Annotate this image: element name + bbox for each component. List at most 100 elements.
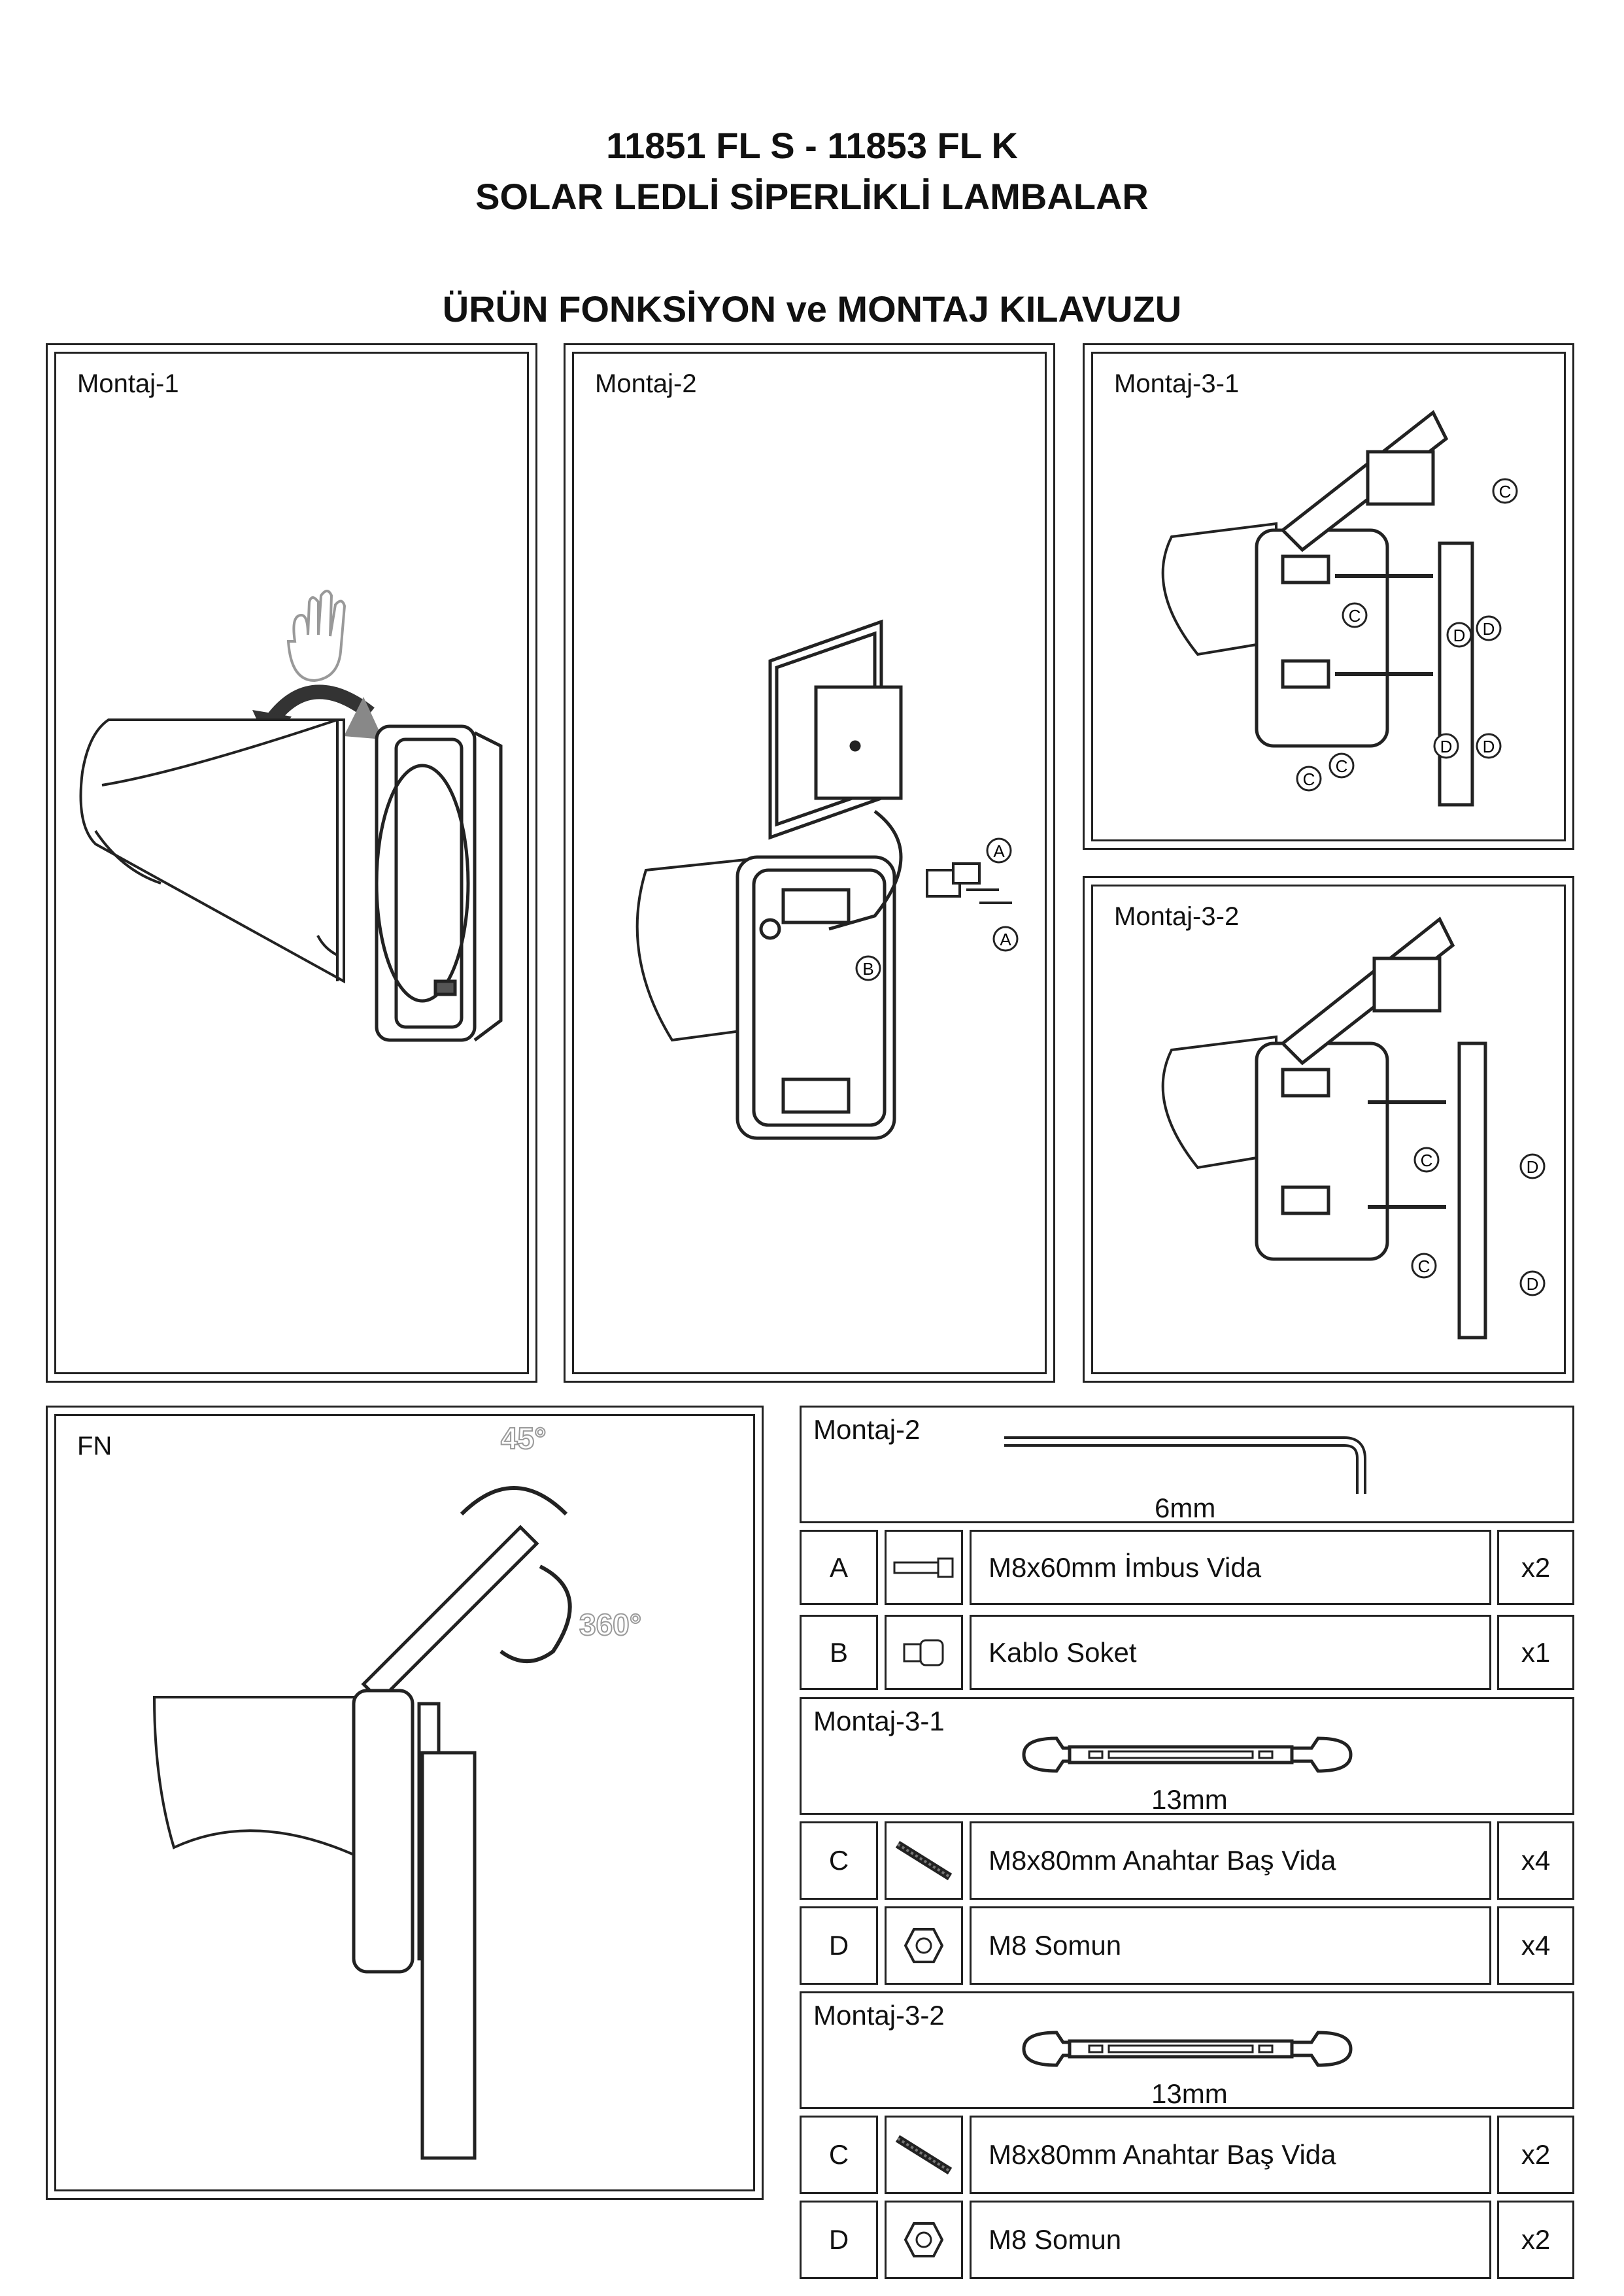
- part-d2-qty-cell: x2: [1497, 2201, 1574, 2279]
- panel-montaj-3-1: Montaj-3-1 C C C C D D D D: [1083, 343, 1574, 850]
- svg-text:D: D: [1483, 737, 1495, 756]
- part-c-qty-cell: x4: [1497, 1821, 1574, 1900]
- svg-text:C: C: [1336, 756, 1348, 776]
- lamp-back-plate: [736, 855, 896, 1140]
- lamp-visor: [152, 1696, 404, 1883]
- callout-c: C: [1296, 766, 1322, 792]
- document-title-line2: SOLAR LEDLİ SİPERLİKLİ LAMBALAR: [475, 176, 1149, 217]
- callout-d: D: [1476, 733, 1502, 759]
- part-b-desc-cell: Kablo Soket: [970, 1615, 1491, 1690]
- wrench-icon: [1022, 1736, 1353, 1773]
- cable-socket-icon: [903, 1639, 944, 1666]
- part-c2-qty-cell: x2: [1497, 2116, 1574, 2194]
- callout-d: D: [1446, 622, 1472, 648]
- montaj-2-illustration: A A B: [635, 619, 1019, 1140]
- svg-text:D: D: [1483, 619, 1495, 639]
- panel-montaj-3-2-frame: Montaj-3-2 C C D D: [1091, 885, 1566, 1374]
- svg-text:C: C: [1418, 1257, 1430, 1276]
- callout-c: C: [1492, 478, 1518, 504]
- panel-montaj-3-1-frame: Montaj-3-1 C C C C D D D D: [1091, 352, 1566, 841]
- hex-bolt-icon: [895, 2135, 953, 2175]
- panel-montaj-1-label: Montaj-1: [77, 369, 179, 398]
- panel-montaj-3-2-label: Montaj-3-2: [1114, 902, 1240, 931]
- document-subtitle: ÜRÜN FONKSİYON ve MONTAJ KILAVUZU: [442, 288, 1182, 329]
- panel-montaj-2: Montaj-2: [564, 343, 1055, 1383]
- part-d-qty-cell: x4: [1497, 1906, 1574, 1985]
- panel-montaj-1-frame: Montaj-1: [54, 352, 529, 1374]
- part-c-code-cell: C: [800, 1821, 878, 1900]
- svg-text:D: D: [1527, 1274, 1539, 1294]
- parts-group-montaj-2-title: Montaj-2: [813, 1414, 921, 1445]
- lamp-back-plate: [1255, 1041, 1389, 1261]
- nut-icon: [904, 2222, 943, 2257]
- parts-group-montaj-3-2-title: Montaj-3-2: [813, 2000, 945, 2031]
- panel-fn-frame: FN 45° 360°: [54, 1414, 755, 2191]
- solar-panel: [361, 1525, 539, 1703]
- hex-bolt-icon: [895, 1840, 953, 1881]
- panel-montaj-2-frame: Montaj-2: [572, 352, 1047, 1374]
- wrench-icon: [1022, 2031, 1353, 2067]
- parts-group-montaj-3-1-tool: 13mm: [1151, 1784, 1228, 1815]
- part-a-code-cell: A: [800, 1530, 878, 1605]
- solar-panel: [768, 619, 903, 840]
- svg-text:D: D: [1440, 737, 1453, 756]
- tilt-angle-label: 45°: [501, 1421, 547, 1455]
- svg-text:B: B: [862, 959, 873, 979]
- parts-group-montaj-2: Montaj-2 6mm: [800, 1406, 1574, 1523]
- parts-group-montaj-3-1-title: Montaj-3-1: [813, 1706, 945, 1736]
- montaj-1-illustration: [79, 590, 503, 1042]
- panel-montaj-2-label: Montaj-2: [595, 369, 697, 398]
- part-a-image-cell: [885, 1530, 963, 1605]
- panel-montaj-1: Montaj-1: [46, 343, 537, 1383]
- part-d2-desc-cell: M8 Somun: [970, 2201, 1491, 2279]
- part-d2-code-cell: D: [800, 2201, 878, 2279]
- panel-montaj-3-2: Montaj-3-2 C C D D: [1083, 876, 1574, 1383]
- hex-socket-screw-icon: [893, 1557, 954, 1578]
- svg-text:D: D: [1453, 626, 1466, 645]
- fn-illustration: 45° 360°: [152, 1421, 642, 2160]
- tilt-arrow-icon: [460, 1486, 568, 1516]
- callout-d: D: [1519, 1270, 1546, 1296]
- part-b-image-cell: [885, 1615, 963, 1690]
- callout-a-bottom: A: [992, 926, 1019, 952]
- hand-icon: [286, 590, 347, 683]
- svg-text:C: C: [1499, 482, 1512, 501]
- lamp-visor: [1161, 522, 1277, 656]
- part-a-desc-cell: M8x60mm İmbus Vida: [970, 1530, 1491, 1605]
- part-c2-code-cell: C: [800, 2116, 878, 2194]
- cable: [828, 810, 903, 931]
- parts-group-montaj-3-2: Montaj-3-2 13mm: [800, 1991, 1574, 2109]
- rotate-arrow-icon: [499, 1564, 572, 1663]
- svg-text:C: C: [1303, 769, 1315, 789]
- callout-b: B: [855, 955, 881, 981]
- montaj-3-2-illustration: C C D D: [1161, 917, 1546, 1340]
- part-a-qty-cell: x2: [1497, 1530, 1574, 1605]
- svg-text:C: C: [1421, 1151, 1433, 1170]
- part-d-desc-cell: M8 Somun: [970, 1906, 1491, 1985]
- callout-c: C: [1413, 1147, 1440, 1173]
- callout-c: C: [1328, 752, 1355, 779]
- panel-montaj-3-1-label: Montaj-3-1: [1114, 369, 1240, 398]
- callout-c: C: [1411, 1253, 1437, 1279]
- slotted-post: [1457, 1041, 1487, 1340]
- parts-group-montaj-3-1: Montaj-3-1 13mm: [800, 1697, 1574, 1815]
- callout-d: D: [1519, 1153, 1546, 1179]
- lamp-body: [375, 724, 503, 1042]
- lamp-visor: [1161, 1035, 1277, 1170]
- part-b-qty-cell: x1: [1497, 1615, 1574, 1690]
- svg-text:A: A: [993, 841, 1005, 861]
- parts-group-montaj-3-2-tool: 13mm: [1151, 2078, 1228, 2109]
- nut-icon: [904, 1928, 943, 1963]
- part-d-code-cell: D: [800, 1906, 878, 1985]
- svg-text:A: A: [1000, 930, 1011, 949]
- callout-a-top: A: [986, 837, 1012, 864]
- panel-fn: FN 45° 360°: [46, 1406, 764, 2200]
- svg-text:C: C: [1349, 606, 1361, 626]
- document-title-line1: 11851 FL S - 11853 FL K: [606, 125, 1018, 166]
- mounting-pole: [1438, 541, 1474, 807]
- solar-panel: [1280, 410, 1449, 552]
- part-b-code-cell: B: [800, 1615, 878, 1690]
- mounting-pole: [420, 1751, 477, 2160]
- bracket-parts: [926, 862, 1012, 904]
- part-d-image-cell: [885, 1906, 963, 1985]
